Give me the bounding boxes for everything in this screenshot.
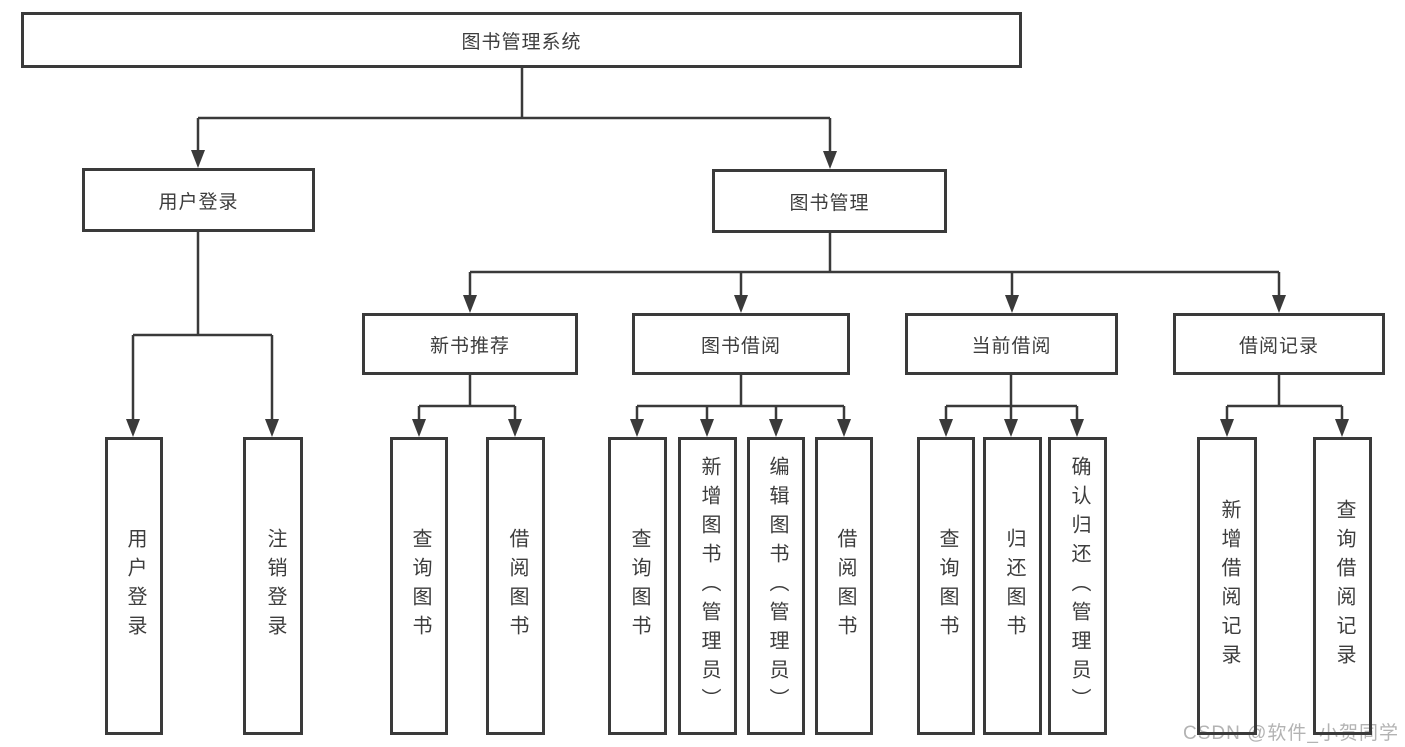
leaf-logout: 注销登录 [243, 437, 303, 735]
leaf-edit-books-admin: 编辑图书（管理员） [747, 437, 805, 735]
leaf-query-books-recommend: 查询图书 [390, 437, 448, 735]
node-borrow-records: 借阅记录 [1173, 313, 1385, 375]
csdn-watermark: CSDN @软件_小贺同学 [1183, 723, 1399, 744]
leaf-user-login: 用户登录 [105, 437, 163, 735]
node-new-book-recommend: 新书推荐 [362, 313, 578, 375]
node-book-borrow: 图书借阅 [632, 313, 850, 375]
leaf-query-borrow-record: 查询借阅记录 [1313, 437, 1372, 735]
leaf-query-books-borrow: 查询图书 [608, 437, 667, 735]
leaf-query-books-current: 查询图书 [917, 437, 975, 735]
node-library-management-system: 图书管理系统 [21, 12, 1022, 68]
leaf-add-books-admin: 新增图书（管理员） [678, 437, 737, 735]
node-user-login: 用户登录 [82, 168, 315, 232]
node-current-borrow: 当前借阅 [905, 313, 1118, 375]
leaf-confirm-return-admin: 确认归还（管理员） [1048, 437, 1107, 735]
node-book-management: 图书管理 [712, 169, 947, 233]
leaf-borrow-books-recommend: 借阅图书 [486, 437, 545, 735]
connector-paths [131, 68, 1344, 422]
leaf-add-borrow-record: 新增借阅记录 [1197, 437, 1257, 735]
leaf-borrow-books: 借阅图书 [815, 437, 873, 735]
leaf-return-books: 归还图书 [983, 437, 1042, 735]
arrowheads [126, 150, 1349, 437]
